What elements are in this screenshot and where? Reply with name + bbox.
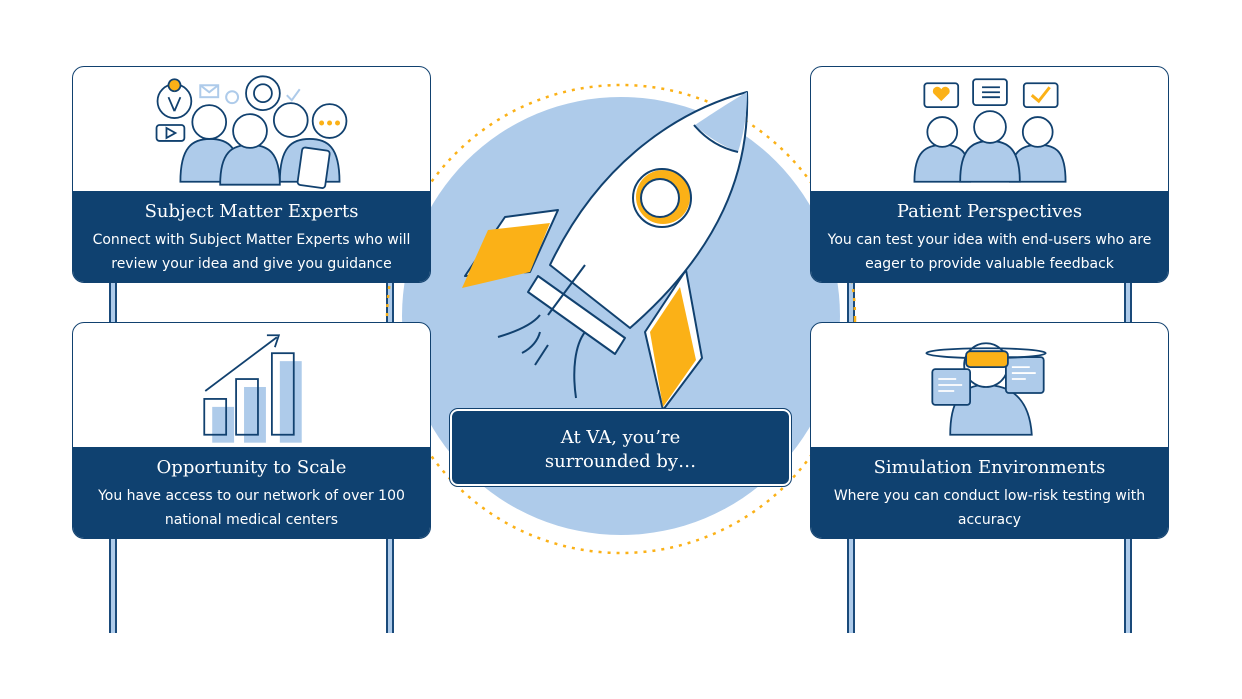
center-callout: At VA, you’re surrounded by… xyxy=(449,408,792,487)
center-line-1: At VA, you’re xyxy=(560,427,681,448)
card-title: Opportunity to Scale xyxy=(156,457,347,478)
card-opportunity-to-scale: Opportunity to Scale You have access to … xyxy=(72,322,431,539)
sign-post xyxy=(1124,283,1132,323)
card-title: Simulation Environments xyxy=(873,457,1106,478)
vr-headset-icon xyxy=(925,342,1047,436)
sign-post xyxy=(386,283,394,323)
card-band: Patient Perspectives You can test your i… xyxy=(811,191,1168,282)
card-description: You can test your idea with end-users wh… xyxy=(827,232,1152,272)
growth-chart-icon xyxy=(203,334,302,443)
sign-post xyxy=(109,538,117,633)
sign-post xyxy=(847,538,855,633)
patients-feedback-icon xyxy=(913,78,1067,183)
card-band: Simulation Environments Where you can co… xyxy=(811,447,1168,538)
card-title: Subject Matter Experts xyxy=(144,201,359,222)
experts-group-icon xyxy=(155,75,348,189)
sign-post xyxy=(847,283,855,323)
card-simulation-environments: Simulation Environments Where you can co… xyxy=(810,322,1169,539)
card-description: Where you can conduct low-risk testing w… xyxy=(833,488,1146,528)
card-description: Connect with Subject Matter Experts who … xyxy=(92,232,411,272)
sign-post xyxy=(386,538,394,633)
card-patient-perspectives: Patient Perspectives You can test your i… xyxy=(810,66,1169,283)
card-subject-matter-experts: Subject Matter Experts Connect with Subj… xyxy=(72,66,431,283)
card-description: You have access to our network of over 1… xyxy=(98,488,405,528)
card-band: Opportunity to Scale You have access to … xyxy=(73,447,430,538)
center-line-2: surrounded by… xyxy=(544,451,697,472)
sign-post xyxy=(109,283,117,323)
rocket-illustration xyxy=(385,83,857,555)
dotted-orbit xyxy=(385,83,857,555)
rocket-icon xyxy=(462,91,749,411)
sign-post xyxy=(1124,538,1132,633)
card-title: Patient Perspectives xyxy=(896,201,1083,222)
card-band: Subject Matter Experts Connect with Subj… xyxy=(73,191,430,282)
